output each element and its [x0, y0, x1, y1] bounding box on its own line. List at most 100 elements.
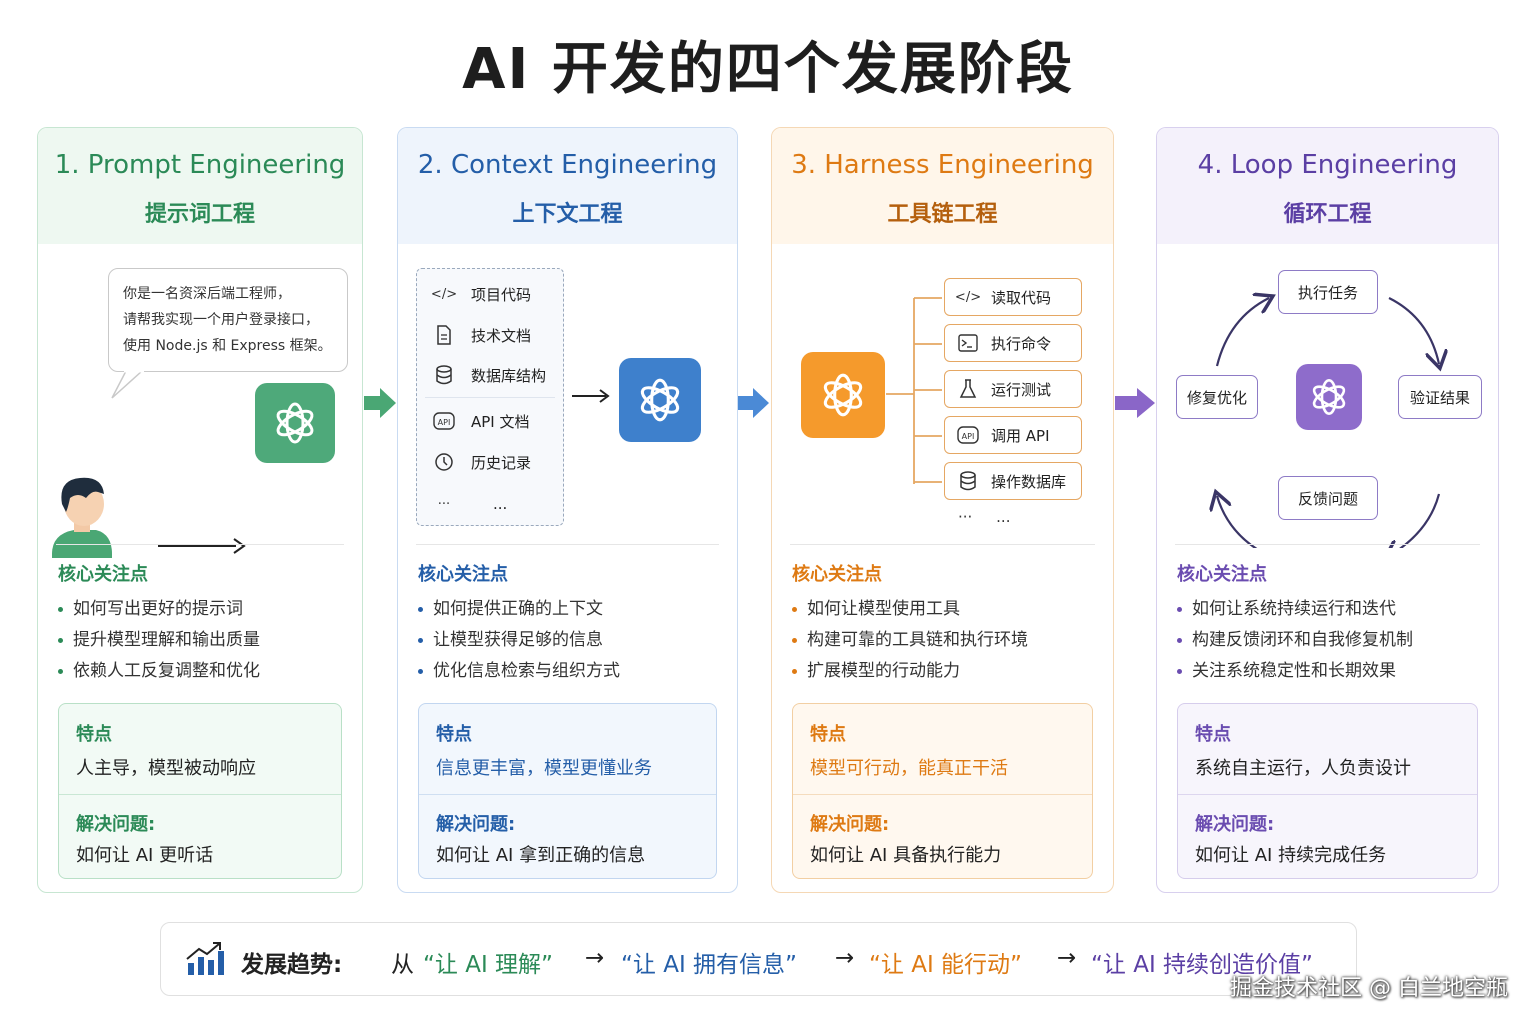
tool-run-command: 执行命令 [944, 324, 1082, 362]
tool-run-tests: 运行测试 [944, 370, 1082, 408]
loop-feedback: 反馈问题 [1278, 476, 1378, 520]
loop-execute-task: 执行任务 [1278, 270, 1378, 314]
ai-model-icon [801, 352, 885, 438]
stage-card-loop: 4. Loop Engineering 循环工程 执行任务 验证结果 反馈问题 … [1156, 127, 1499, 893]
feature-text: 人主导，模型被动响应 [76, 758, 256, 779]
prompt-diagram [52, 369, 246, 558]
feature-text: 系统自主运行，人负责设计 [1195, 758, 1411, 779]
focus-list: 如何让模型使用工具 构建可靠的工具链和执行环境 扩展模型的行动能力 [792, 594, 1028, 687]
arrow-right-icon: → [1057, 945, 1077, 971]
list-item: </>项目代码 [430, 279, 531, 309]
focus-list: 如何提供正确的上下文 让模型获得足够的信息 优化信息检索与组织方式 [418, 594, 620, 687]
code-icon: </> [954, 289, 982, 305]
stage-header: 2. Context Engineering 上下文工程 [398, 128, 737, 244]
stage-card-harness: 3. Harness Engineering 工具链工程 </>读取代码 执行命… [771, 127, 1114, 893]
arrow-right-icon: → [835, 945, 855, 971]
problem-title: 解决问题: [810, 814, 890, 835]
stage-header: 4. Loop Engineering 循环工程 [1157, 128, 1498, 244]
focus-list: 如何写出更好的提示词 提升模型理解和输出质量 依赖人工反复调整和优化 [58, 594, 260, 687]
trend-step-understand: “让 AI 理解” [423, 952, 553, 978]
code-icon: </> [430, 286, 458, 302]
problem-title: 解决问题: [436, 814, 516, 835]
section-divider [56, 544, 344, 545]
feature-title: 特点 [810, 724, 846, 745]
focus-title: 核心关注点 [792, 564, 882, 585]
problem-title: 解决问题: [76, 814, 156, 835]
trend-label: 发展趋势: [241, 952, 343, 978]
feature-text: 模型可行动，能真正干活 [810, 758, 1008, 779]
problem-text: 如何让 AI 持续完成任务 [1195, 845, 1387, 866]
list-item: 构建反馈闭环和自我修复机制 [1177, 625, 1413, 656]
section-divider [416, 544, 719, 545]
trend-bar: 发展趋势: 从 “让 AI 理解” → “让 AI 拥有信息” → “让 AI … [160, 922, 1357, 996]
list-item: 扩展模型的行动能力 [792, 656, 1028, 687]
trend-chart-icon [186, 942, 224, 975]
focus-list: 如何让系统持续运行和迭代 构建反馈闭环和自我修复机制 关注系统稳定性和长期效果 [1177, 594, 1413, 687]
trend-step-value: “让 AI 持续创造价值” [1091, 952, 1313, 978]
list-item: 如何让模型使用工具 [792, 594, 1028, 625]
loop-fix-optimize: 修复优化 [1176, 375, 1258, 419]
list-item: 优化信息检索与组织方式 [418, 656, 620, 687]
database-icon [433, 364, 455, 386]
stage-title-zh: 上下文工程 [512, 202, 623, 227]
prompt-line: 你是一名资深后端工程师， [123, 286, 291, 302]
tool-more: ··· ... [958, 508, 1011, 526]
trend-prefix: 从 [391, 952, 414, 978]
list-item: ···... [433, 489, 508, 519]
history-icon [433, 451, 455, 473]
list-item: 让模型获得足够的信息 [418, 625, 620, 656]
problem-title: 解决问题: [1195, 814, 1275, 835]
stage-title-en: 2. Context Engineering [417, 150, 718, 180]
list-item: 如何让系统持续运行和迭代 [1177, 594, 1413, 625]
feature-title: 特点 [1195, 724, 1231, 745]
list-item: 提升模型理解和输出质量 [58, 625, 260, 656]
stage-arrow-2 [737, 388, 769, 418]
feature-box: 特点 模型可行动，能真正干活 解决问题: 如何让 AI 具备执行能力 [792, 703, 1093, 879]
svg-text:API: API [962, 432, 975, 441]
feature-text: 信息更丰富，模型更懂业务 [436, 758, 652, 779]
stage-title-en: 4. Loop Engineering [1197, 150, 1458, 180]
stage-header: 1. Prompt Engineering 提示词工程 [38, 128, 362, 244]
ai-model-icon [619, 358, 701, 442]
trend-step-action: “让 AI 能行动” [869, 952, 1022, 978]
prompt-line: 请帮我实现一个用户登录接口， [123, 312, 319, 328]
list-item: 关注系统稳定性和长期效果 [1177, 656, 1413, 687]
stage-title-zh: 提示词工程 [144, 202, 255, 227]
prompt-line: 使用 Node.js 和 Express 框架。 [123, 338, 332, 354]
ai-model-icon [255, 383, 335, 463]
feature-title: 特点 [76, 724, 112, 745]
focus-title: 核心关注点 [418, 564, 508, 585]
list-item: 依赖人工反复调整和优化 [58, 656, 260, 687]
feature-box: 特点 人主导，模型被动响应 解决问题: 如何让 AI 更听话 [58, 703, 342, 879]
list-item: 如何提供正确的上下文 [418, 594, 620, 625]
loop-arrows [1157, 248, 1499, 548]
feature-title: 特点 [436, 724, 472, 745]
stage-header: 3. Harness Engineering 工具链工程 [772, 128, 1113, 244]
document-icon [433, 324, 455, 346]
list-item: 如何写出更好的提示词 [58, 594, 260, 625]
arrow-right-icon [572, 389, 610, 403]
tool-branches [886, 297, 942, 484]
stage-title-zh: 工具链工程 [887, 202, 998, 227]
section-divider [1175, 544, 1480, 545]
database-icon [957, 470, 979, 492]
list-item: 构建可靠的工具链和执行环境 [792, 625, 1028, 656]
stage-card-context: 2. Context Engineering 上下文工程 </>项目代码 技术文… [397, 127, 738, 893]
terminal-icon [957, 332, 979, 354]
watermark: 掘金技术社区 @ 白兰地空瓶 [1230, 976, 1508, 1001]
stage-card-prompt: 1. Prompt Engineering 提示词工程 你是一名资深后端工程师，… [37, 127, 363, 893]
api-icon: API [957, 424, 979, 446]
stage-arrow-3 [1115, 388, 1155, 418]
prompt-bubble: 你是一名资深后端工程师， 请帮我实现一个用户登录接口， 使用 Node.js 和… [108, 268, 348, 372]
stage-title-zh: 循环工程 [1283, 202, 1372, 227]
list-item: 历史记录 [433, 447, 531, 477]
problem-text: 如何让 AI 更听话 [76, 845, 214, 866]
problem-text: 如何让 AI 拿到正确的信息 [436, 845, 646, 866]
list-item: 数据库结构 [433, 360, 546, 390]
section-divider [790, 544, 1095, 545]
focus-title: 核心关注点 [1177, 564, 1267, 585]
feature-box: 特点 信息更丰富，模型更懂业务 解决问题: 如何让 AI 拿到正确的信息 [418, 703, 717, 879]
